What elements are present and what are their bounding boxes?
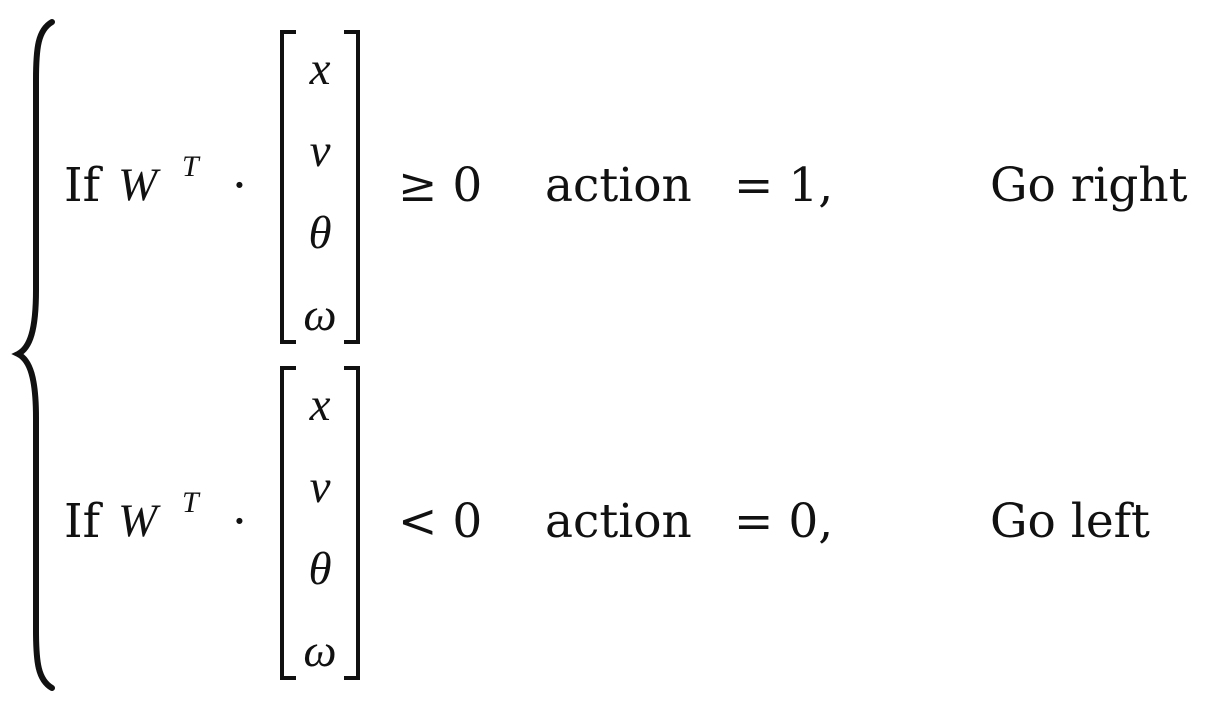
if-label: If xyxy=(64,494,100,549)
weight-symbol: W xyxy=(118,495,158,547)
action-label: action xyxy=(545,494,692,549)
vector-entry-x: x xyxy=(309,379,331,431)
vector-brackets xyxy=(280,366,360,680)
comparison: < 0 xyxy=(398,494,483,549)
vector-entry-v: v xyxy=(309,125,331,177)
left-curly-brace xyxy=(11,19,55,691)
action-description: Go right xyxy=(990,158,1188,213)
action-description: Go left xyxy=(990,494,1150,549)
weight-symbol: W xyxy=(118,159,158,211)
comparison: ≥ 0 xyxy=(398,158,483,213)
action-value: = 0, xyxy=(734,494,834,549)
vector-entry-x: x xyxy=(309,43,331,95)
vector-entry-v: v xyxy=(309,461,331,513)
vector-entry-omega: ω xyxy=(303,625,337,677)
vector-entry-theta: θ xyxy=(308,543,332,595)
vector-brackets xyxy=(280,30,360,344)
vector-entry-theta: θ xyxy=(308,207,332,259)
transpose-superscript: T xyxy=(182,486,199,519)
action-label: action xyxy=(545,158,692,213)
transpose-superscript: T xyxy=(182,150,199,183)
dot-operator: · xyxy=(232,158,247,213)
vector-entry-omega: ω xyxy=(303,289,337,341)
action-value: = 1, xyxy=(734,158,834,213)
if-label: If xyxy=(64,158,100,213)
dot-operator: · xyxy=(232,494,247,549)
